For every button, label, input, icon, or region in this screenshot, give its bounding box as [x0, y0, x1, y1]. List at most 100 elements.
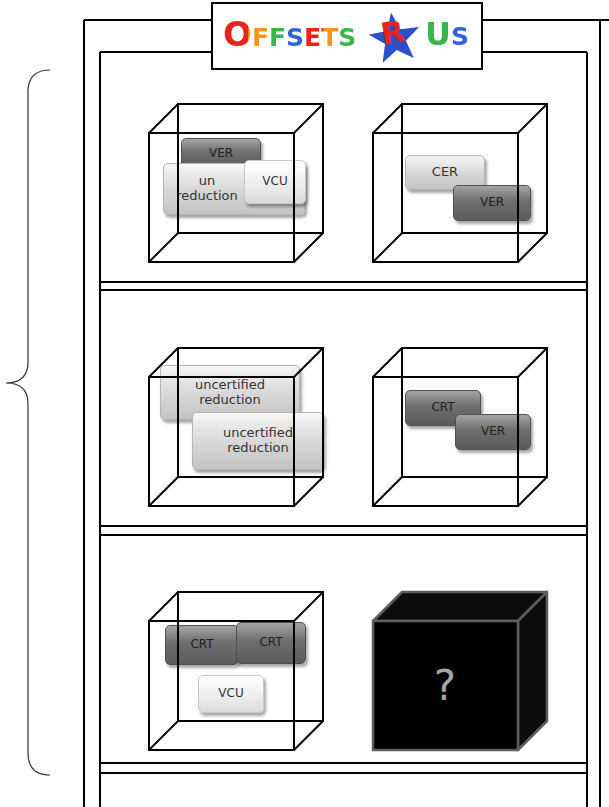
cube-edge [178, 347, 323, 349]
credit-block: VCU [198, 675, 264, 713]
cube-outline [372, 102, 549, 264]
block-label: VCU [262, 175, 287, 189]
credit-block: uncertified reduction [192, 412, 324, 470]
curly-bracket [6, 70, 50, 775]
cube-edge [322, 104, 324, 233]
cube-edge [178, 720, 323, 722]
cube-edge [177, 104, 179, 233]
cube-face [373, 621, 518, 750]
cube-edge [373, 505, 518, 507]
question-mark: ? [372, 620, 518, 750]
cube-edge [294, 477, 323, 506]
block-label: CRT [259, 636, 282, 650]
cube-edge [372, 133, 374, 262]
cube-outline [372, 346, 549, 508]
logo-text: R [378, 11, 408, 54]
cube-edge [178, 103, 323, 105]
credit-block: CRT [236, 622, 306, 664]
cube-edge [149, 749, 294, 751]
logo-text: US [425, 14, 469, 57]
shelf-board [100, 525, 587, 527]
cube-edge [294, 104, 323, 133]
cube-edge [518, 104, 547, 133]
mystery-box: ? [372, 590, 549, 752]
clear-cube: CRT CRT VCU [148, 590, 325, 752]
shelf-post [83, 20, 85, 807]
cube-outline [148, 346, 325, 508]
cube-edge [373, 261, 518, 263]
cube-edge [149, 721, 178, 750]
cube-edge [149, 132, 294, 134]
block-label: un reduction [164, 174, 244, 204]
cube-edge [402, 347, 547, 349]
cube-edge [178, 591, 323, 593]
block-label: CRT [190, 638, 213, 652]
cube-edge [518, 348, 547, 377]
cube-edge [294, 721, 323, 750]
credit-block: VER [455, 414, 531, 450]
shelf-board [100, 762, 587, 764]
cube-edge [178, 232, 323, 234]
black-cube-shape [372, 590, 549, 752]
cube-edge [518, 233, 547, 262]
block-label: VER [481, 425, 505, 439]
block-label: CRT [431, 401, 454, 415]
credit-block: CRT [165, 625, 239, 665]
cube-edge [149, 592, 178, 621]
cube-edge [517, 377, 519, 506]
cube-edge [149, 348, 178, 377]
cube-edge [372, 377, 374, 506]
cube-edge [322, 592, 324, 721]
cube-edge [294, 233, 323, 262]
cube-edge [322, 348, 324, 477]
credit-block: VER [453, 185, 531, 221]
block-label: CER [432, 165, 458, 180]
cube-edge [293, 133, 295, 262]
shelf-board [100, 289, 587, 291]
shelf-post [99, 52, 101, 807]
cube-face [518, 592, 547, 750]
cube-outline [148, 590, 325, 752]
shelf-board [100, 772, 587, 774]
cube-edge [401, 104, 403, 233]
logo-sign: OFFSETSRUS [211, 2, 483, 70]
cube-edge [149, 505, 294, 507]
shelf-post [586, 52, 588, 807]
cube-edge [149, 376, 294, 378]
star-shape [366, 10, 421, 64]
cube-edge [148, 377, 150, 506]
block-label: VER [480, 196, 504, 210]
cube-edge [402, 476, 547, 478]
credit-block: VCU [244, 160, 306, 204]
cube-edge [293, 621, 295, 750]
cube-edge [149, 620, 294, 622]
cube-edge [149, 104, 178, 133]
cube-edge [402, 103, 547, 105]
cube-edge [373, 233, 402, 262]
shelf-board [100, 534, 587, 536]
clear-cube: uncertified reduction uncertified reducti… [148, 346, 325, 508]
cube-edge [148, 133, 150, 262]
cube-edge [401, 348, 403, 477]
block-label: uncertified reduction [208, 426, 308, 456]
cube-edge [177, 592, 179, 721]
cube-edge [293, 377, 295, 506]
cube-edge [294, 348, 323, 377]
cube-edge [373, 477, 402, 506]
cube-edge [402, 232, 547, 234]
block-label: VCU [218, 687, 243, 701]
cube-edge [518, 477, 547, 506]
cube-edge [546, 104, 548, 233]
cube-outline [148, 102, 325, 264]
cube-edge [149, 477, 178, 506]
block-label: VER [209, 147, 233, 161]
clear-cube: VER un reduction VCU [148, 102, 325, 264]
cube-edge [373, 104, 402, 133]
block-label: uncertified reduction [180, 378, 280, 408]
clear-cube: CRT VER [372, 346, 549, 508]
cube-edge [517, 133, 519, 262]
cube-edge [546, 348, 548, 477]
cube-edge [148, 621, 150, 750]
cube-edge [149, 233, 178, 262]
